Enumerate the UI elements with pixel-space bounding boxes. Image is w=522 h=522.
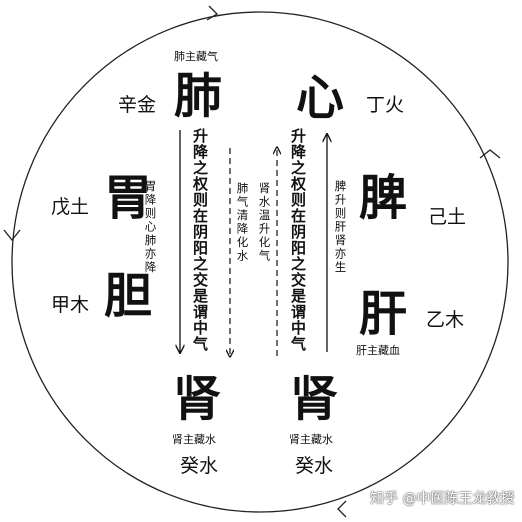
stem-yi-wood: 乙木	[426, 309, 465, 331]
kidney-left-function-label: 肾主藏水	[172, 433, 216, 446]
organ-kidney-right: 肾	[290, 371, 339, 427]
lung-function-label: 肺主藏气	[174, 50, 218, 63]
organ-gallbladder: 胆	[104, 268, 153, 324]
circle-arrow-top	[206, 5, 219, 21]
watermark: 知乎 @中医陈王龙教授	[370, 491, 515, 507]
organ-lung: 肺	[174, 68, 223, 124]
stem-gui-water-left: 癸水	[180, 455, 219, 477]
stem-jia-wood: 甲木	[51, 294, 90, 316]
stem-xin-metal: 辛金	[118, 94, 157, 116]
organ-heart: 心	[296, 70, 345, 126]
stem-ji-earth: 己土	[428, 206, 467, 228]
stomach-descend-text: 胃降则心肺亦降	[143, 180, 158, 275]
outer-circle	[11, 11, 509, 513]
organ-kidney-left: 肾	[173, 371, 222, 427]
circle-arrow-left	[3, 229, 21, 242]
kidney-ascend-text: 肾水温升化气	[257, 182, 272, 263]
stem-gui-water-right: 癸水	[295, 455, 334, 477]
stem-ding-fire: 丁火	[366, 94, 405, 116]
circle-arrow-right	[479, 149, 501, 159]
organ-liver: 肝	[359, 286, 408, 342]
right-middle-qi-text: 升降之权则在阴阳之交是谓中气	[289, 128, 307, 352]
circle-arrow-bottom	[337, 500, 347, 518]
left-middle-qi-text: 升降之权则在阴阳之交是谓中气	[191, 128, 209, 352]
stem-wu-earth: 戊土	[51, 196, 90, 218]
spleen-ascend-text: 脾升则肝肾亦生	[333, 180, 348, 275]
organ-spleen: 脾	[359, 170, 408, 226]
liver-function-label: 肝主藏血	[356, 344, 400, 357]
organ-stomach: 胃	[104, 170, 153, 226]
lung-descend-text: 肺气清降化水	[235, 182, 250, 263]
kidney-right-function-label: 肾主藏水	[289, 433, 333, 446]
